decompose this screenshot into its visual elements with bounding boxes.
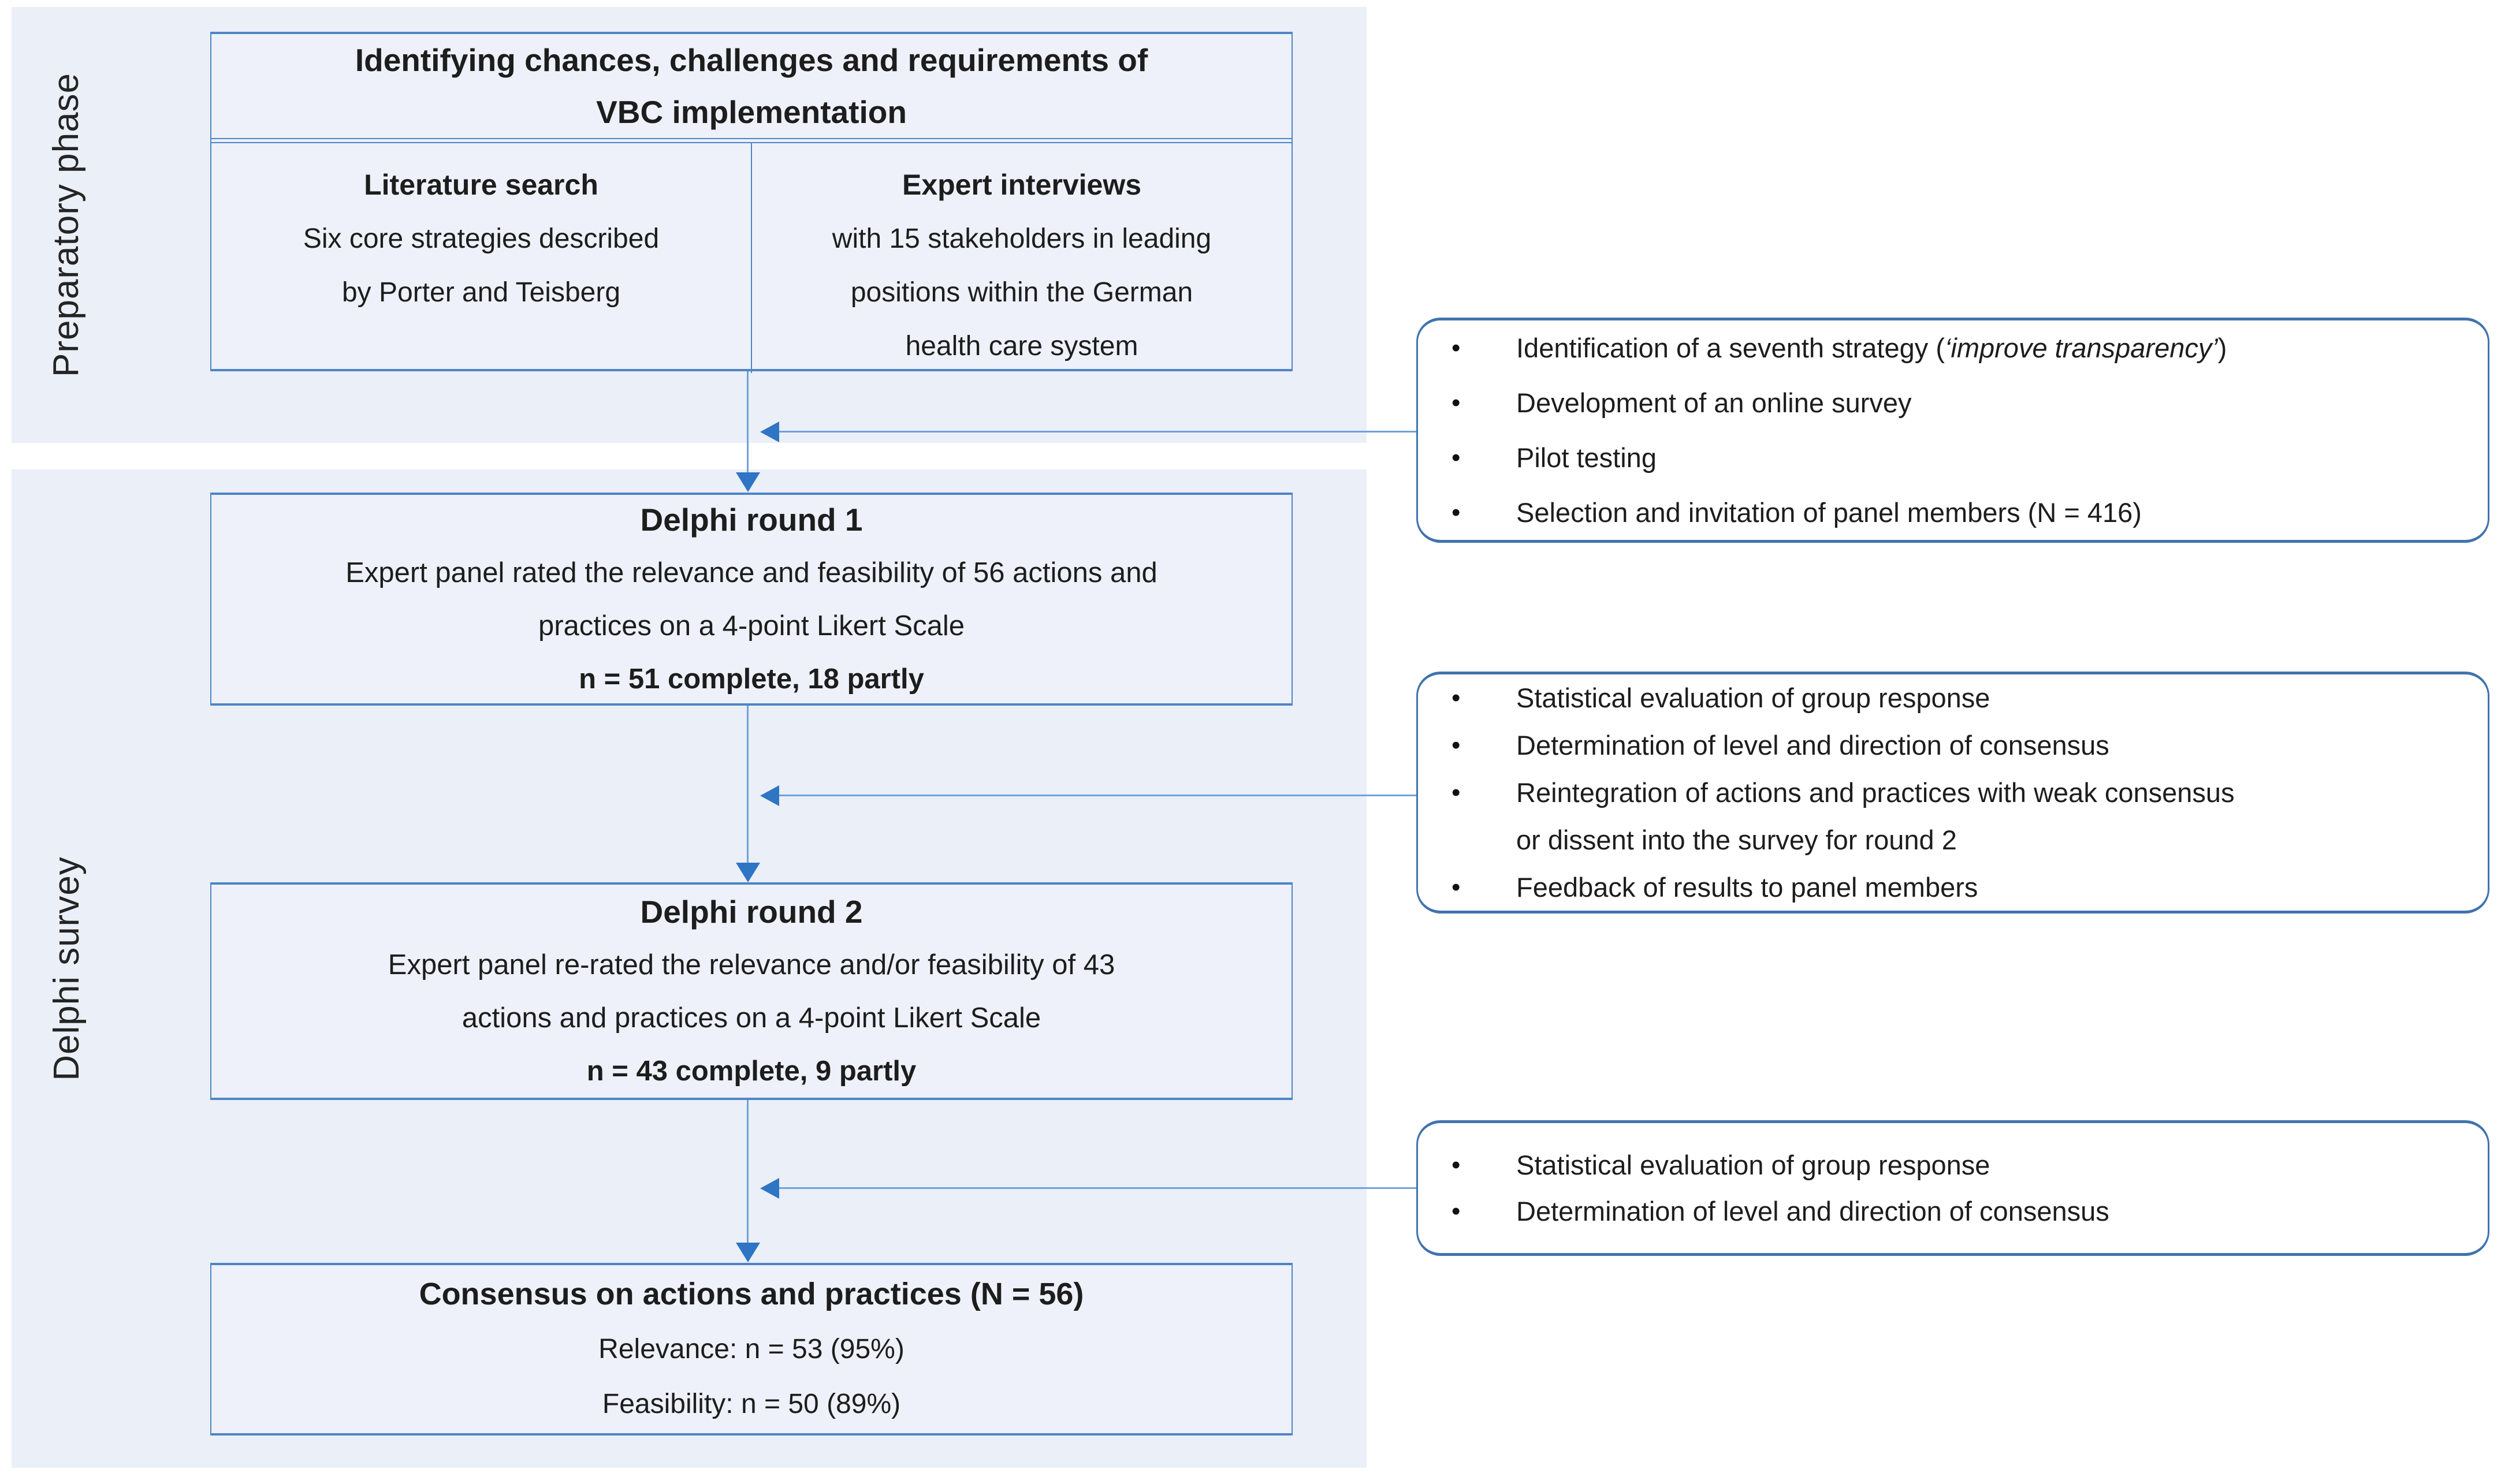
callout2-item3-line1: Reintegration of actions and practices w… [1516, 777, 2235, 808]
literature-search-body-line2: by Porter and Teisberg [341, 277, 621, 308]
delphi-round-2-response-note: n = 43 complete, 9 partly [586, 1055, 917, 1087]
bullet-icon: • [1452, 334, 1461, 362]
consensus-relevance-line: Relevance: n = 53 (95%) [598, 1334, 905, 1364]
phase-label-delphi-survey-text: Delphi survey [46, 856, 87, 1081]
list-item: • Statistical evaluation of group respon… [1418, 674, 2470, 722]
arrow-down-icon [736, 472, 760, 492]
delphi-round-2-body-line1: Expert panel re-rated the relevance and/… [388, 949, 1115, 980]
list-item: • Reintegration of actions and practices… [1418, 769, 2470, 864]
connector-line-round2-to-consensus [747, 1100, 749, 1243]
delphi-round-1-title: Delphi round 1 [640, 501, 863, 538]
callout2-item3-line2: or dissent into the survey for round 2 [1516, 824, 1957, 855]
callout2-item3-text: Reintegration of actions and practices w… [1516, 769, 2470, 864]
identify-requirements-title-line2: VBC implementation [596, 94, 907, 130]
connector-line-round1-to-round2 [747, 706, 749, 863]
bullet-icon: • [1452, 443, 1461, 472]
connector-line-callout2 [779, 795, 1416, 796]
bullet-icon: • [1452, 1150, 1461, 1179]
callout1-item4-text: Selection and invitation of panel member… [1516, 497, 2142, 528]
round1-analysis-callout: • Statistical evaluation of group respon… [1416, 672, 2489, 913]
delphi-round-2-title: Delphi round 2 [640, 893, 863, 930]
expert-interviews-heading: Expert interviews [902, 169, 1142, 201]
delphi-round-1-body-line1: Expert panel rated the relevance and fea… [345, 557, 1158, 588]
identify-requirements-title-line1: Identifying chances, challenges and requ… [355, 42, 1148, 78]
expert-interviews-body-line2: positions within the German [850, 277, 1193, 308]
bullet-icon: • [1452, 1196, 1461, 1225]
delphi-round-1-body-line2: practices on a 4-point Likert Scale [538, 610, 965, 642]
delphi-round-2-box: Delphi round 2 Expert panel re-rated the… [210, 882, 1293, 1100]
expert-interviews-column: Expert interviews with 15 stakeholders i… [751, 143, 1292, 373]
list-item: • Pilot testing [1418, 430, 2470, 485]
bullet-icon: • [1452, 498, 1461, 527]
round2-analysis-callout: • Statistical evaluation of group respon… [1416, 1120, 2489, 1256]
bullet-icon: • [1452, 778, 1461, 807]
identify-requirements-columns: Literature search Six core strategies de… [211, 142, 1292, 373]
callout1-item1-text: Identification of a seventh strategy (‘i… [1516, 320, 2470, 375]
callout2-item4-text: Feedback of results to panel members [1516, 871, 1978, 903]
arrow-left-icon [760, 785, 779, 806]
bullet-icon: • [1452, 872, 1461, 901]
literature-search-heading: Literature search [364, 169, 598, 201]
callout2-item2-text: Determination of level and direction of … [1516, 729, 2109, 760]
callout2-item1-text: Statistical evaluation of group response [1516, 682, 1990, 713]
identify-requirements-box: Identifying chances, challenges and requ… [210, 32, 1293, 373]
arrow-down-icon [736, 863, 760, 882]
preparatory-steps-callout: • Identification of a seventh strategy (… [1416, 318, 2489, 543]
identify-requirements-title: Identifying chances, challenges and requ… [211, 34, 1292, 139]
phase-label-preparatory: Preparatory phase [12, 7, 121, 443]
list-item: • Identification of a seventh strategy (… [1418, 320, 2470, 375]
phase-label-delphi-survey: Delphi survey [12, 469, 121, 1468]
consensus-title: Consensus on actions and practices (N = … [419, 1277, 1084, 1311]
bullet-icon: • [1452, 683, 1461, 712]
expert-interviews-body-line1: with 15 stakeholders in leading [832, 223, 1212, 254]
bullet-icon: • [1452, 389, 1461, 417]
list-item: • Selection and invitation of panel memb… [1418, 485, 2470, 540]
phase-label-preparatory-text: Preparatory phase [46, 72, 87, 378]
list-item: • Determination of level and direction o… [1418, 722, 2470, 769]
arrow-left-icon [760, 422, 779, 442]
consensus-box: Consensus on actions and practices (N = … [210, 1263, 1293, 1435]
connector-line-callout3 [779, 1187, 1416, 1189]
delphi-round-1-response-note: n = 51 complete, 18 partly [579, 663, 924, 695]
bullet-icon: • [1452, 730, 1461, 759]
delphi-round-2-body-line2: actions and practices on a 4-point Liker… [462, 1002, 1041, 1034]
expert-interviews-body-line3: health care system [905, 331, 1138, 361]
callout1-item1-suffix: ) [2217, 333, 2227, 363]
arrow-down-icon [736, 1243, 760, 1262]
connector-line-top-to-round1 [747, 371, 749, 472]
list-item: • Statistical evaluation of group respon… [1418, 1142, 2470, 1188]
callout1-item1-italic: ‘improve transparency’ [1944, 333, 2218, 363]
callout3-item1-text: Statistical evaluation of group response [1516, 1149, 1990, 1180]
connector-line-callout1 [779, 431, 1416, 432]
list-item: • Determination of level and direction o… [1418, 1188, 2470, 1235]
list-item: • Feedback of results to panel members [1418, 864, 2470, 911]
consensus-feasibility-line: Feasibility: n = 50 (89%) [602, 1389, 901, 1419]
arrow-left-icon [760, 1178, 779, 1199]
list-item: • Development of an online survey [1418, 375, 2470, 430]
callout3-item2-text: Determination of level and direction of … [1516, 1195, 2109, 1226]
delphi-round-1-box: Delphi round 1 Expert panel rated the re… [210, 493, 1293, 706]
literature-search-column: Literature search Six core strategies de… [211, 143, 751, 373]
callout1-item3-text: Pilot testing [1516, 442, 1657, 473]
literature-search-body-line1: Six core strategies described [303, 223, 660, 254]
callout1-item1-prefix: Identification of a seventh strategy ( [1516, 333, 1945, 363]
callout1-item2-text: Development of an online survey [1516, 387, 1912, 418]
